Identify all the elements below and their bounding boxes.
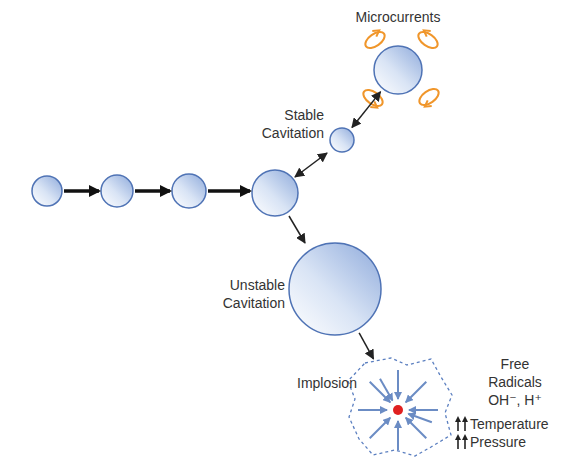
transition-arrow: [352, 92, 381, 128]
inward-arrow: [408, 414, 431, 423]
inward-arrow: [397, 421, 399, 450]
inward-arrow: [370, 418, 391, 439]
inward-arrow: [406, 382, 427, 403]
effect-label: OH⁻, H⁺: [475, 391, 555, 409]
inward-arrow: [380, 379, 393, 401]
bubble-shape: [288, 242, 382, 336]
burst-outline: [348, 358, 452, 456]
effect-label: Temperature: [470, 415, 549, 433]
inward-arrow: [406, 418, 427, 439]
bubble-outline: [374, 46, 422, 94]
unstable-bubble: Unstable Cavitation: [288, 242, 382, 336]
inward-arrow: [397, 370, 399, 399]
stable-bubble: Stable Cavitation: [329, 127, 355, 153]
bubble-outline: [289, 243, 381, 335]
microcurrent-bubble: Microcurrents: [373, 45, 423, 95]
bubble-outline: [330, 128, 354, 152]
inward-arrow: [409, 409, 438, 411]
collapse-point: [393, 405, 403, 415]
branch-arrows: [289, 153, 327, 243]
growth-arrows: [64, 189, 250, 193]
microcurrent-swirls: [359, 26, 443, 111]
growing-bubbles: [32, 170, 298, 216]
bubble-shape: [345, 355, 455, 459]
implosion-burst: Implosion: [345, 355, 455, 459]
effect-label: Pressure: [470, 433, 526, 451]
transition-arrow: [359, 333, 373, 359]
increase-arrows: [455, 416, 468, 449]
stage-heading: Microcurrents: [343, 8, 453, 26]
stage-heading: Implosion: [297, 374, 367, 392]
bubble-shape: [373, 45, 423, 95]
inward-arrow: [358, 409, 387, 411]
stage-heading: Stable Cavitation: [254, 106, 324, 142]
effect-label: Free Radicals: [480, 355, 550, 391]
stage-heading: Unstable Cavitation: [205, 276, 285, 312]
bubble-shape: [329, 127, 355, 153]
